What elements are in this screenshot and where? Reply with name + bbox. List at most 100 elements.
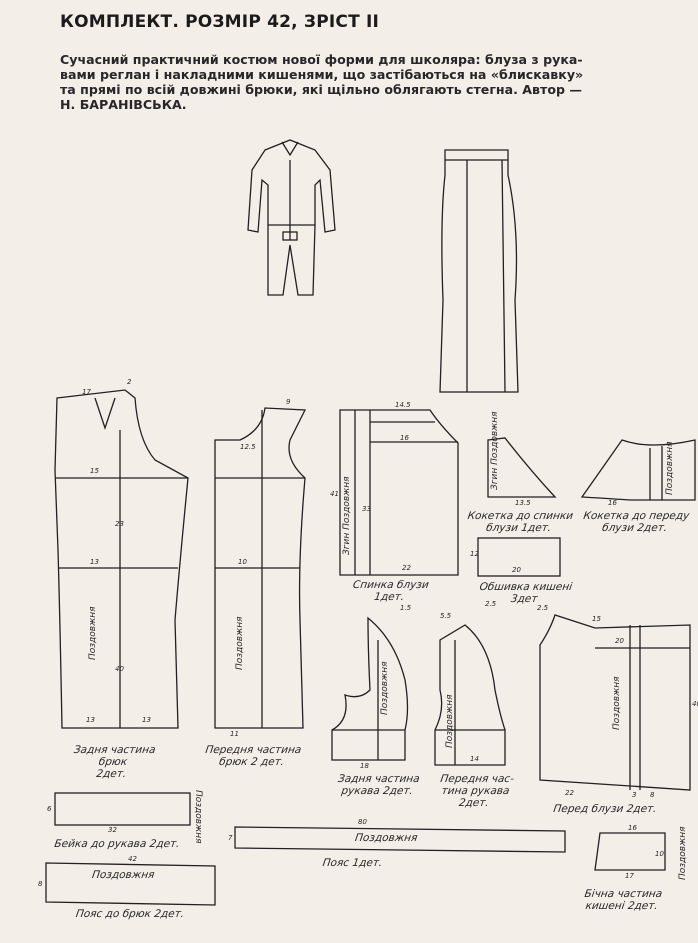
- grain-label: Поздовжня: [445, 694, 455, 749]
- dimension: 40: [692, 700, 698, 708]
- caption-line: рукава 2дет.: [340, 785, 414, 797]
- dimension: 32: [108, 826, 117, 834]
- pattern-blouse-back: [339, 409, 459, 576]
- caption-pocket-side: Бічна частина кишені 2дет.: [568, 888, 676, 912]
- caption-line: блузи 2дет.: [601, 522, 668, 534]
- caption-line: 1дет.: [373, 591, 405, 603]
- pattern-back-trousers: [54, 389, 189, 729]
- dimension: 13: [90, 558, 99, 566]
- dimension: 1.5: [400, 604, 412, 612]
- dimension: 13: [142, 716, 151, 724]
- dimension: 15: [90, 467, 99, 475]
- dimension: 14: [470, 755, 479, 763]
- grain-label: Поздовжня: [380, 661, 390, 716]
- caption-back-sleeve: Задня частина рукава 2дет.: [326, 773, 429, 797]
- dimension: 8: [38, 880, 43, 888]
- description-line: Сучасний практичний костюм нової форми д…: [60, 52, 583, 67]
- dimension: 3: [632, 791, 637, 799]
- trousers-illustration: [439, 149, 519, 393]
- caption-trouser-waistband: Пояс до брюк 2дет.: [75, 908, 185, 920]
- dimension: 17: [625, 872, 634, 880]
- grain-label: Згин Поздовжня: [490, 411, 500, 490]
- dimension: 20: [512, 566, 521, 574]
- caption-line: Кокетка до спинки: [466, 510, 574, 522]
- dimension: 11: [230, 730, 239, 738]
- caption-sleeve-binding: Бейка до рукава 2дет.: [53, 838, 181, 850]
- grain-label: Поздовжня: [91, 869, 156, 881]
- dimension: 41: [330, 490, 339, 498]
- dimension: 6: [47, 805, 52, 813]
- dimension: 16: [400, 434, 409, 442]
- pattern-trouser-waistband: [45, 862, 216, 906]
- grain-label: Поздовжня: [665, 441, 675, 496]
- author: Н. БАРАНІВСЬКА.: [60, 97, 187, 112]
- grain-label: Поздовжня: [88, 606, 98, 661]
- dimension: 18: [360, 762, 369, 770]
- caption-line: Передня час-: [439, 773, 515, 785]
- dimension: 14.5: [395, 401, 411, 409]
- dimension: 16: [608, 499, 617, 507]
- caption-line: Бічна частина: [583, 888, 663, 900]
- dimension: 23: [115, 520, 124, 528]
- pattern-pocket-facing: [477, 537, 561, 577]
- caption-front-trousers: Передня частина брюк 2 дет.: [198, 744, 306, 768]
- dimension: 2.5: [485, 600, 497, 608]
- pattern-belt: [234, 826, 566, 853]
- caption-blouse-front: Перед блузи 2дет.: [552, 803, 658, 815]
- caption-line: блузи 1дет.: [485, 522, 552, 534]
- description-line: та прямі по всій довжині брюки, які щіль…: [60, 82, 582, 97]
- pattern-front-sleeve: [434, 624, 506, 766]
- caption-pocket-facing: Обшивка кишені 3дет: [478, 581, 573, 605]
- dimension: 33: [362, 505, 371, 513]
- caption-line: тина рукава: [440, 785, 511, 797]
- dimension: 5.5: [440, 612, 452, 620]
- caption-back-yoke: Кокетка до спинки блузи 1дет.: [460, 510, 578, 534]
- dimension: 80: [358, 818, 367, 826]
- grain-label: Поздовжня: [193, 790, 203, 844]
- grain-label: Поздовжня: [678, 826, 688, 881]
- pattern-front-yoke: [580, 439, 696, 501]
- caption-line: Кокетка до переду: [582, 510, 691, 522]
- dimension: 2: [127, 378, 132, 386]
- dimension: 10: [238, 558, 247, 566]
- caption-blouse-back: Спинка блузи 1дет.: [343, 579, 436, 603]
- costume-illustration: [247, 139, 336, 296]
- pattern-back-yoke: [487, 437, 557, 498]
- grain-label: Поздовжня: [235, 616, 245, 671]
- caption-line: Задня частина брюк: [73, 744, 157, 768]
- dimension: 17: [82, 388, 91, 396]
- pattern-pocket-side: [594, 832, 666, 871]
- description-line: вами реглан і накладними кишенями, що за…: [60, 67, 584, 82]
- caption-line: кишені 2дет.: [584, 900, 659, 912]
- pattern-blouse-front: [539, 614, 691, 791]
- caption-front-yoke: Кокетка до переду блузи 2дет.: [576, 510, 694, 534]
- dimension: 15: [592, 615, 601, 623]
- dimension: 8: [650, 791, 655, 799]
- dimension: 22: [402, 564, 411, 572]
- pattern-back-sleeve: [331, 616, 409, 761]
- caption-back-trousers: Задня частина брюк 2дет.: [55, 744, 170, 780]
- description: Сучасний практичний костюм нової форми д…: [60, 52, 698, 112]
- dimension: 40: [115, 665, 124, 673]
- dimension: 13: [86, 716, 95, 724]
- pattern-front-trousers: [214, 407, 307, 729]
- caption-belt: Пояс 1дет.: [321, 857, 384, 869]
- caption-line: брюк 2 дет.: [218, 756, 285, 768]
- caption-line: Задня частина: [337, 773, 421, 785]
- grain-label: Поздовжня: [612, 676, 622, 731]
- caption-line: 2дет.: [95, 768, 128, 780]
- dimension: 9: [286, 398, 291, 406]
- pattern-sleeve-binding: [54, 792, 191, 826]
- dimension: 12: [470, 550, 479, 558]
- dimension: 16: [628, 824, 637, 832]
- grain-label: Згин Поздовжня: [342, 476, 352, 555]
- dimension: 22: [565, 789, 574, 797]
- dimension: 13.5: [515, 499, 531, 507]
- dimension: 2.5: [537, 604, 549, 612]
- dimension: 7: [228, 834, 233, 842]
- caption-line: 2дет.: [458, 797, 490, 809]
- grain-label: Поздовжня: [354, 832, 419, 844]
- dimension: 42: [128, 855, 137, 863]
- dimension: 12.5: [240, 443, 256, 451]
- page-title: КОМПЛЕКТ. РОЗМІР 42, ЗРІСТ II: [60, 12, 380, 32]
